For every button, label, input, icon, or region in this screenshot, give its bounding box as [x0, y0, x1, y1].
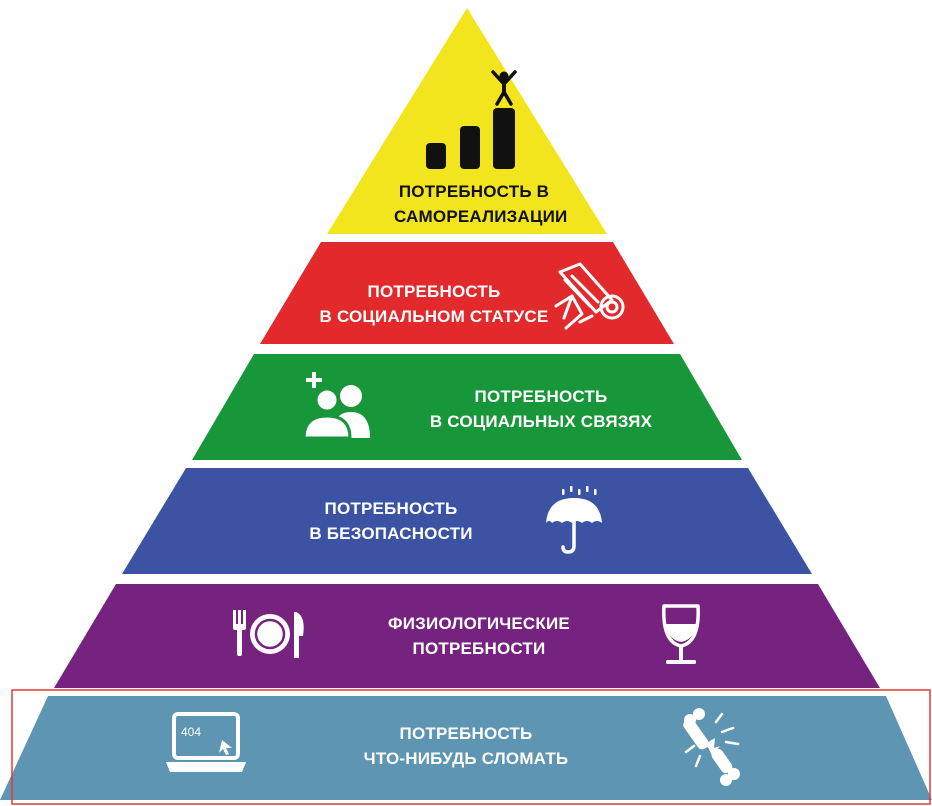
add-people-icon — [302, 372, 370, 440]
tier-label-line: САМОРЕАЛИЗАЦИИ — [394, 207, 568, 226]
umbrella-icon — [546, 486, 602, 554]
laptop-screen-text: 404 — [181, 725, 201, 739]
tier-safety — [122, 468, 812, 574]
tier-label-social-ties: ПОТРЕБНОСТЬ В СОЦИАЛЬНЫХ СВЯЗЯХ — [416, 384, 666, 434]
tier-label-line: ПОТРЕБНОСТЬ — [367, 282, 501, 301]
tier-label-line: В СОЦИАЛЬНЫХ СВЯЗЯХ — [429, 412, 653, 431]
tier-label-line: ФИЗИОЛОГИЧЕСКИЕ — [388, 614, 570, 633]
bar-chart-person-icon — [426, 70, 517, 169]
tier-self-actualization — [327, 8, 607, 234]
tier-break-something — [0, 696, 932, 800]
tier-label-physiological: ФИЗИОЛОГИЧЕСКИЕ ПОТРЕБНОСТИ — [374, 611, 584, 661]
tier-label-safety: ПОТРЕБНОСТЬ В БЕЗОПАСНОСТИ — [296, 496, 486, 546]
highlight-frame — [11, 689, 931, 805]
tier-label-social-status: ПОТРЕБНОСТЬ В СОЦИАЛЬНОМ СТАТУСЕ — [314, 279, 554, 329]
tier-label-line: ПОТРЕБНОСТЬ В — [398, 182, 550, 201]
laptop-404-icon: 404 — [166, 712, 246, 772]
tier-label-self-actualization: ПОТРЕБНОСТЬ В САМОРЕАЛИЗАЦИИ — [394, 179, 568, 229]
tier-label-line: В СОЦИАЛЬНОМ СТАТУСЕ — [319, 307, 549, 326]
tier-label-break-something: ПОТРЕБНОСТЬ ЧТО-НИБУДЬ СЛОМАТЬ — [356, 721, 576, 771]
tier-label-line: ПОТРЕБНОСТЬ — [399, 724, 533, 743]
broken-bone-icon — [683, 708, 740, 786]
diploma-scroll-icon — [554, 262, 625, 330]
tier-label-line: ПОТРЕБНОСТЬ — [324, 499, 458, 518]
wine-glass-icon — [662, 604, 700, 664]
tier-label-line: В БЕЗОПАСНОСТИ — [309, 524, 473, 543]
plate-cutlery-icon — [233, 610, 304, 658]
tier-label-line: ПОТРЕБНОСТЬ — [474, 387, 608, 406]
tier-label-line: ПОТРЕБНОСТИ — [412, 639, 546, 658]
tier-label-line: ЧТО-НИБУДЬ СЛОМАТЬ — [363, 749, 569, 768]
